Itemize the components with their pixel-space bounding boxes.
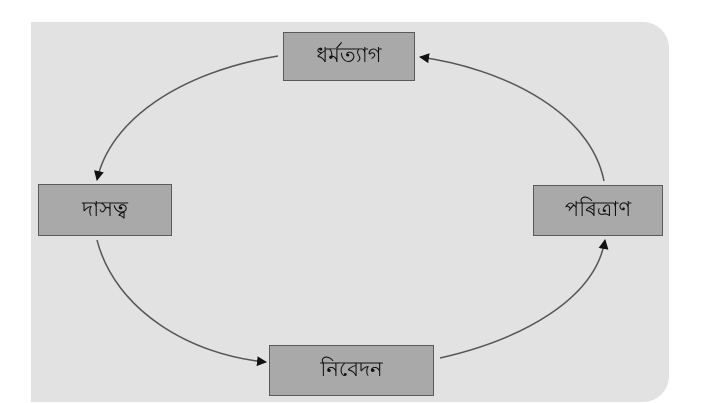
node-dharmatyag: ধৰ্মত্যাগ (283, 32, 415, 81)
node-paritran: পৰিত্ৰাণ (533, 185, 663, 236)
arrow-bottom-to-right (439, 239, 609, 359)
node-nibedan: নিবেদন (269, 345, 434, 396)
node-label: ধৰ্মত্যাগ (316, 43, 382, 67)
arrow-left-to-bottom (96, 239, 267, 367)
node-label: দাসত্ব (82, 196, 128, 221)
node-dasatva: দাসত্ব (38, 184, 172, 236)
node-label: নিবেদন (320, 357, 383, 381)
arrow-right-to-top (419, 53, 605, 182)
arrow-top-to-left (94, 55, 279, 181)
node-label: পৰিত্ৰাণ (564, 197, 632, 221)
